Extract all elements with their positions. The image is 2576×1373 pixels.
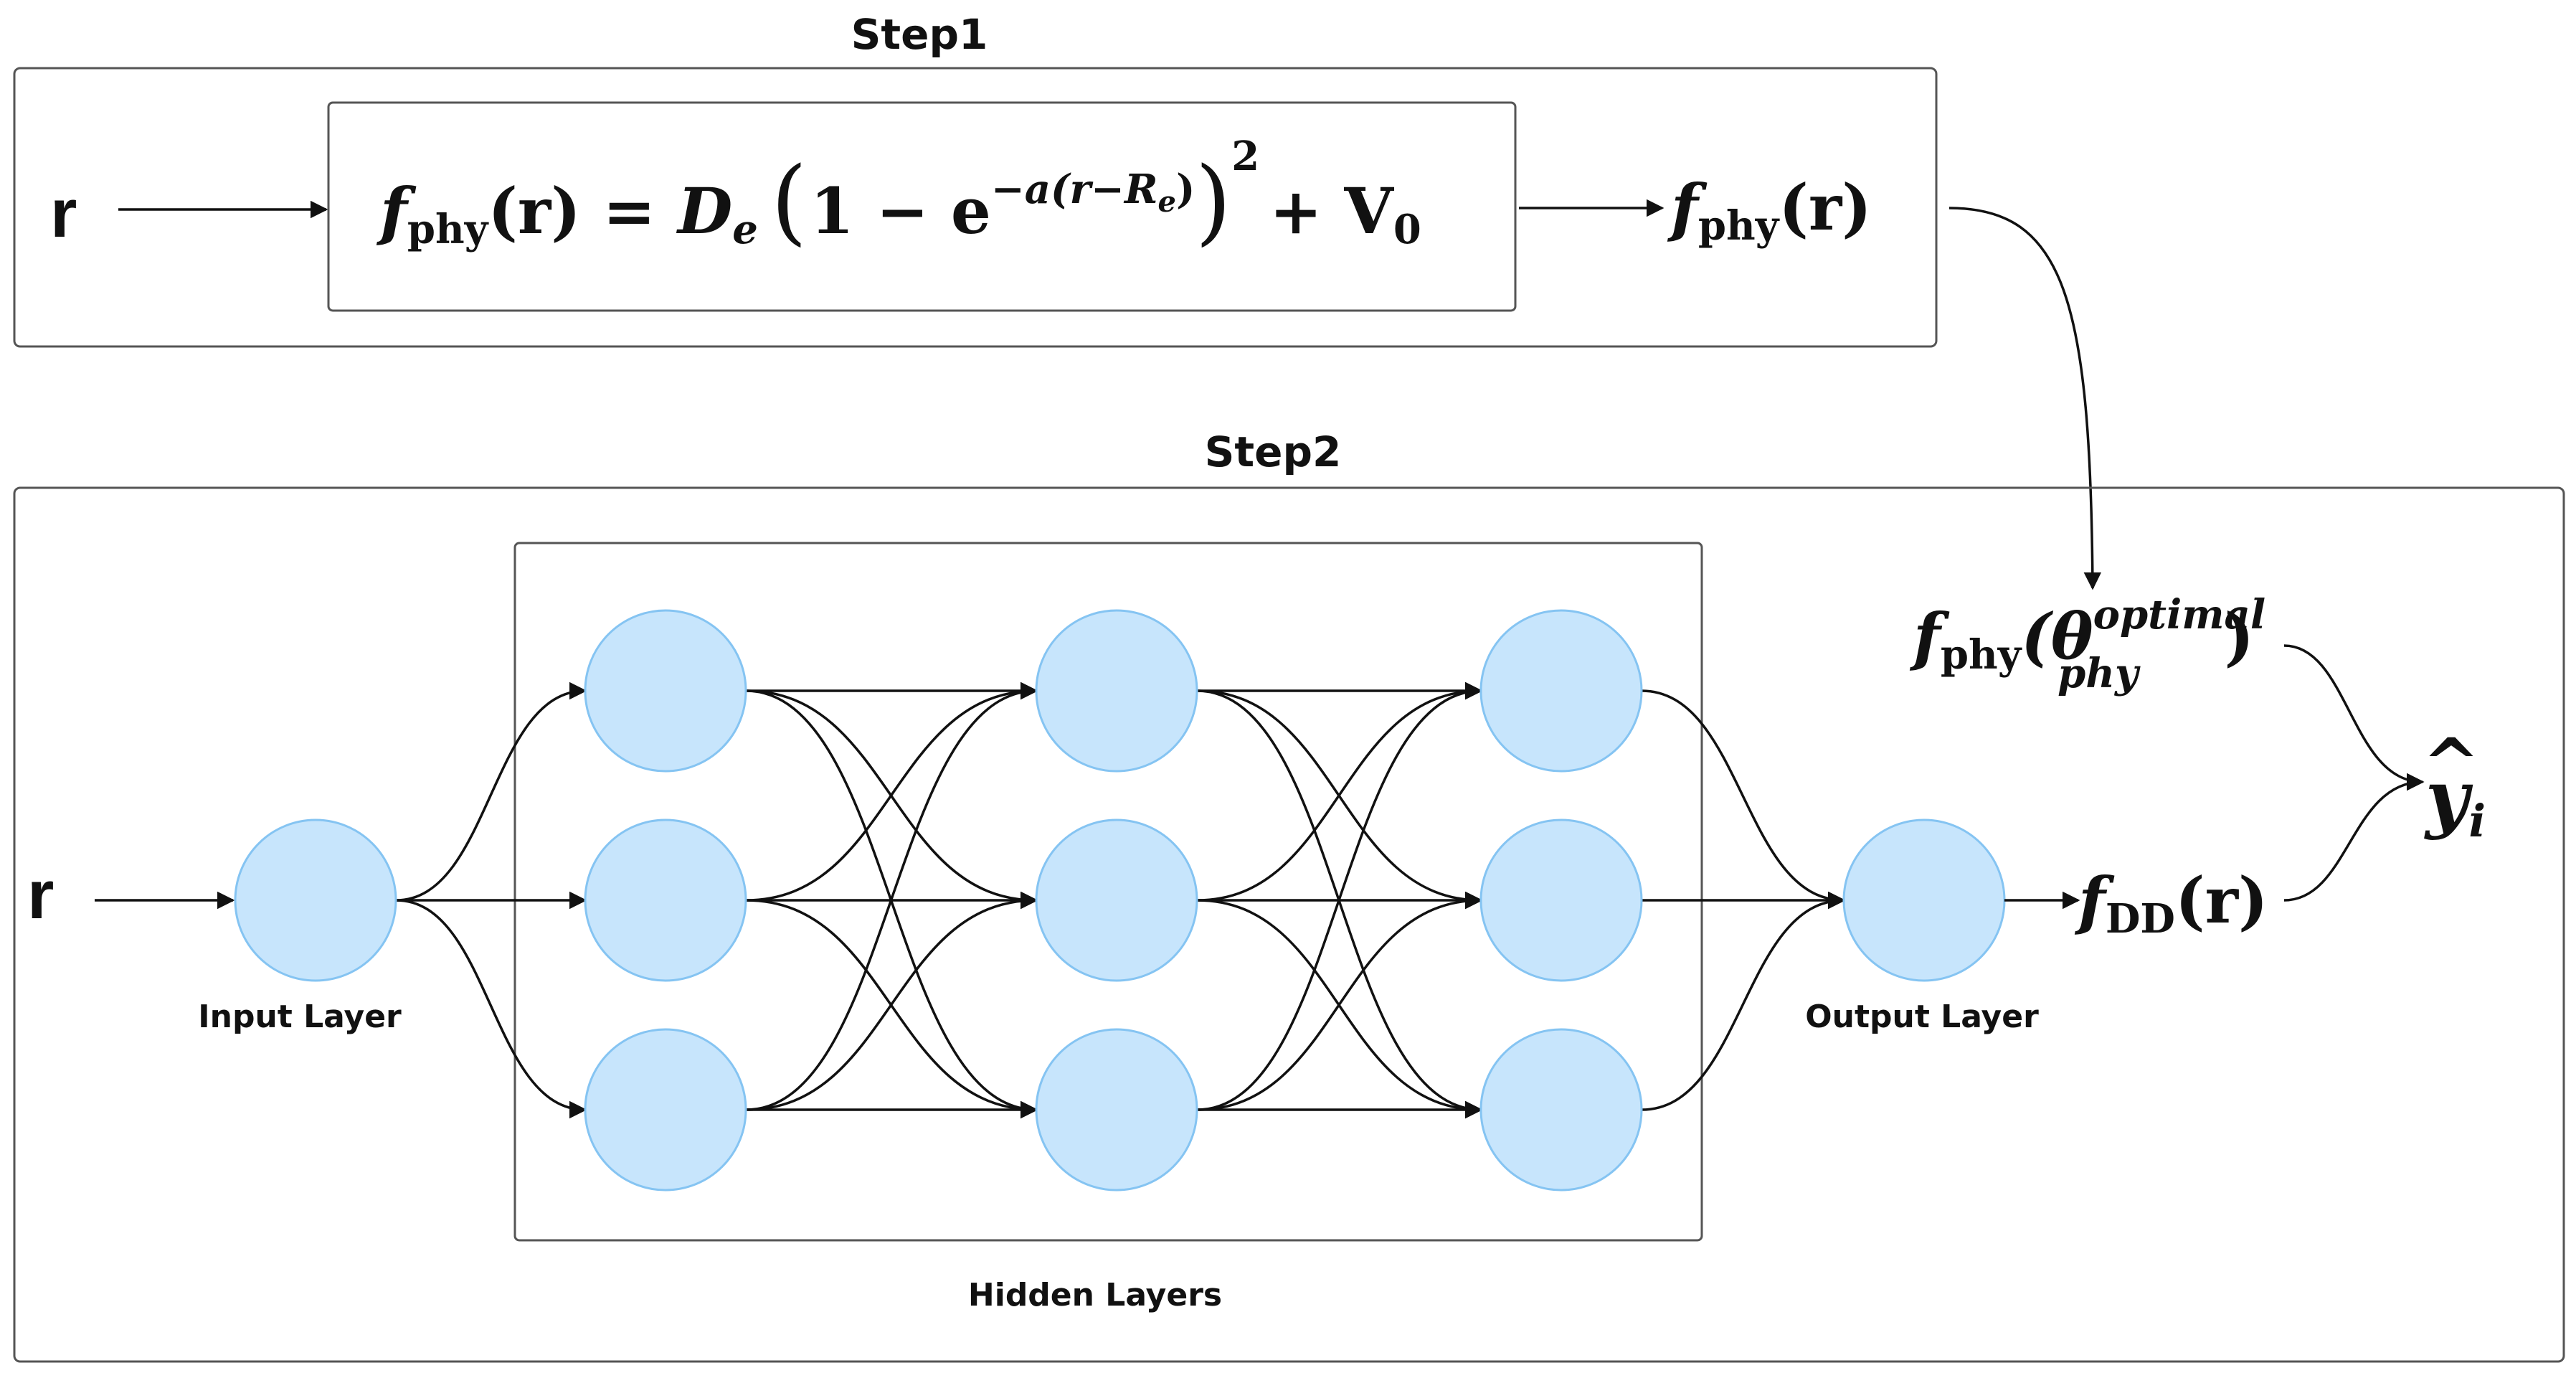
neuron-hidden-2-1	[1035, 818, 1198, 982]
nn-connections	[395, 681, 1846, 1119]
formula-box	[327, 101, 1517, 312]
edge-hidden-1-1-to-hidden-2-0	[745, 681, 1038, 902]
edge-hidden-2-2-to-hidden-3-1	[1196, 891, 1483, 1111]
step1-input-r: r	[50, 175, 77, 252]
input-layer-label: Input Layer	[198, 999, 402, 1035]
step2-input-r: r	[27, 857, 54, 933]
neuron-hidden-1-2	[584, 1028, 747, 1192]
neuron-output-0	[1842, 818, 2006, 982]
hidden-layers-label: Hidden Layers	[968, 1277, 1222, 1313]
neuron-hidden-3-0	[1479, 609, 1643, 773]
edge-hidden-2-1-to-hidden-3-0	[1196, 681, 1483, 902]
morse-formula: fphy(r) = De(1 − e−a(r−Re))2+ V0	[376, 133, 1421, 255]
neuron-hidden-2-0	[1035, 609, 1198, 773]
neuron-hidden-1-0	[584, 609, 747, 773]
neuron-hidden-1-1	[584, 818, 747, 982]
edge-hidden-1-2-to-hidden-2-1	[745, 891, 1038, 1111]
step1-title: Step1	[851, 10, 988, 59]
neuron-hidden-3-1	[1479, 818, 1643, 982]
y-hat-caret: ^	[2423, 723, 2480, 804]
step2-title: Step2	[1205, 428, 1342, 476]
step2-panel	[13, 486, 2565, 1363]
edge-input-0-to-hidden-1-2	[395, 899, 587, 1119]
nn-neurons	[234, 609, 2006, 1192]
fdd-term: fDD(r)	[2074, 863, 2268, 943]
edge-input-0-to-hidden-1-0	[395, 681, 587, 902]
edge-hidden-2-2-to-hidden-3-0	[1196, 681, 1483, 1111]
step1-to-step2-arrow	[1948, 207, 2102, 590]
edge-hidden-3-0-to-output-0	[1641, 689, 1846, 910]
step1-output-fphy: fphy(r)	[1667, 170, 1872, 250]
neuron-hidden-2-2	[1035, 1028, 1198, 1192]
y-hat-output: yi	[2424, 753, 2486, 847]
output-layer-label: Output Layer	[1805, 999, 2039, 1035]
hidden-layers-box	[513, 542, 1703, 1242]
neuron-hidden-3-2	[1479, 1028, 1643, 1192]
fdd-to-yhat-arrow	[2283, 773, 2425, 902]
neuron-input-0	[234, 818, 397, 982]
edge-hidden-1-2-to-hidden-2-0	[745, 681, 1038, 1111]
edge-hidden-3-2-to-output-0	[1641, 891, 1846, 1111]
step1-panel	[13, 67, 1938, 348]
phy-to-yhat-arrow	[2283, 644, 2425, 791]
